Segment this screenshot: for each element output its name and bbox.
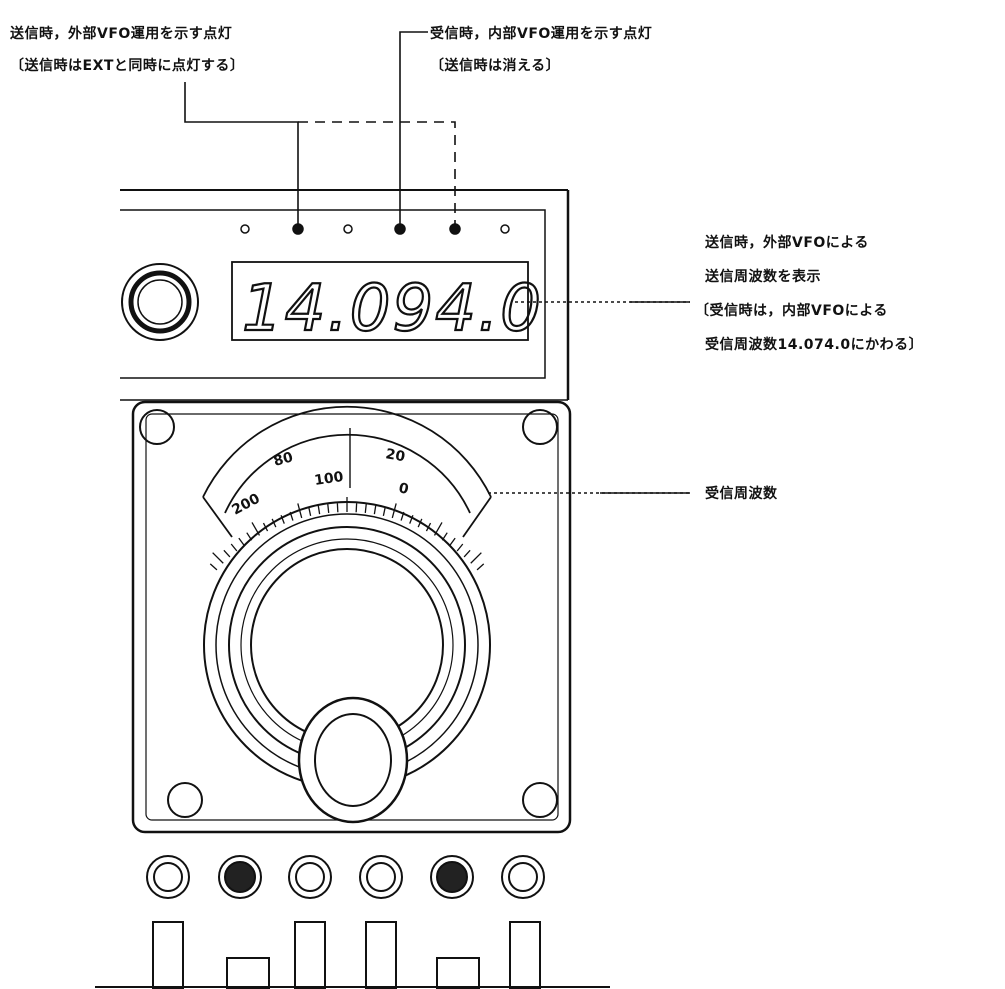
dial-tick [280,514,285,524]
indicator-lamp-2 [292,223,304,235]
dial-tick [456,543,464,552]
dial-tick [449,537,456,546]
scale-label-100: 100 [313,469,344,489]
panel-knob-6[interactable] [501,855,545,899]
corner-screw-tl [139,409,175,445]
indicator-lamp-1 [240,224,250,234]
dial-tick [382,506,386,516]
switch-4[interactable] [365,921,397,989]
frequency-readout: 14.094.0 [242,272,543,346]
switch-1[interactable] [152,921,184,989]
annotation-top-right-line1: 受信時，内部VFO運用を示す点灯 [430,25,652,42]
display-knob[interactable] [121,263,199,341]
switch-2[interactable] [226,957,270,989]
indicator-row [240,223,510,235]
corner-screw-br [522,782,558,818]
panel-knob-1[interactable] [146,855,190,899]
dial-tick [308,506,312,516]
switch-6[interactable] [509,921,541,989]
scale-label-0: 0 [397,480,410,498]
corner-screw-tr [522,409,558,445]
dial-scale-numbers: 80 20 100 200 0 [229,446,410,518]
annotation-dial-label: 受信周波数 [705,485,778,502]
display-panel [120,189,570,401]
switch-5[interactable] [436,957,480,989]
dial-tick [463,549,471,558]
indicator-lamp-4 [394,223,406,235]
switch-row [95,921,610,989]
annotation-top-right-line2: 〔送信時は消える〕 [430,57,560,74]
switch-3[interactable] [294,921,326,989]
indicator-lamp-3 [343,224,353,234]
annotation-right-line3: 〔受信時は，内部VFOによる [695,302,888,319]
panel-knob-4[interactable] [359,855,403,899]
annotation-top-left-line1: 送信時，外部VFO運用を示す点灯 [9,25,232,42]
dial-tick [476,563,485,571]
finger-knob[interactable] [297,696,409,824]
annotation-right-line4: 受信周波数14.074.0にかわる〕 [705,336,923,353]
dial-scale [202,405,492,571]
dial-tick [327,503,330,514]
dial-tick [212,552,224,564]
dial-tick [364,503,367,514]
panel-knob-2[interactable] [218,855,262,899]
dial-tick [470,552,482,564]
dial-tick [230,543,238,552]
panel-knob-5[interactable] [430,855,474,899]
indicator-lamp-5 [449,223,461,235]
corner-screw-bl [167,782,203,818]
annotation-top-left-line2: 〔送信時はEXTと同時に点灯する〕 [10,57,244,74]
annotation-right-line1: 送信時，外部VFOによる [704,234,869,251]
leader-lines [184,31,690,494]
knob-row [146,855,545,899]
frequency-display-window [231,261,529,341]
dial-tick [409,514,414,524]
annotation-right-line2: 送信周波数を表示 [704,268,821,285]
dial-tick [209,563,218,571]
dial-tick [317,505,321,515]
dial-tick [223,549,231,558]
panel-knob-3[interactable] [288,855,332,899]
dial-tick [238,537,245,546]
indicator-lamp-6 [500,224,510,234]
scale-label-20: 20 [384,446,406,465]
scale-label-80: 80 [272,449,295,470]
dial-tick [373,505,377,515]
